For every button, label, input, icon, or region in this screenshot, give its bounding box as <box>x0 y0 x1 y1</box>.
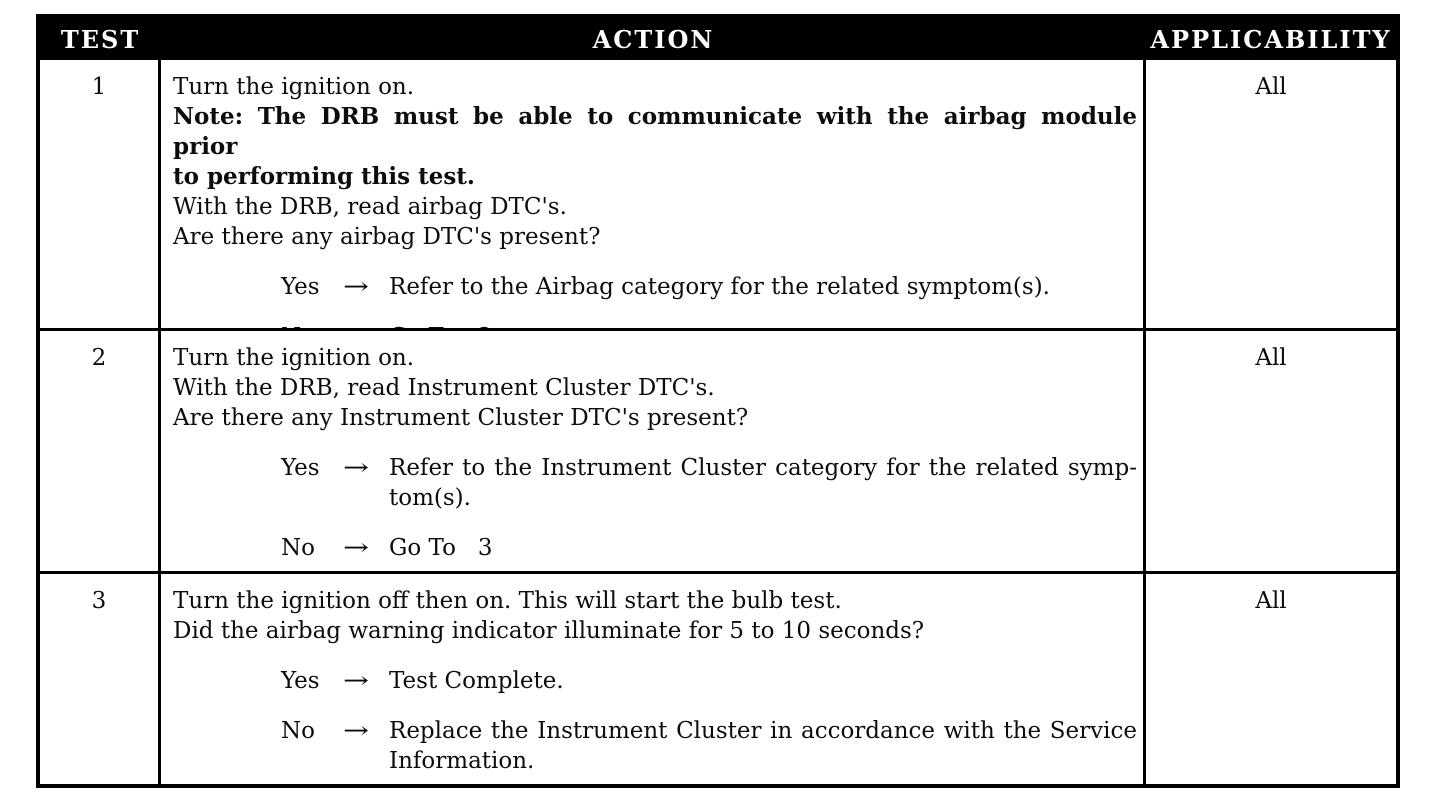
test-number: 2 <box>91 345 107 371</box>
arrow-right-icon: → <box>343 322 405 328</box>
decision-branch: Yes → Test Complete. <box>281 666 1137 696</box>
branch-label: No <box>281 718 315 744</box>
branch-label: Yes <box>281 274 320 300</box>
decision-branch: No → Replace the Instrument Cluster in acc… <box>281 716 1137 776</box>
arrow-right-icon: → <box>343 455 370 481</box>
test-number-cell: 3 <box>40 574 161 784</box>
branch-text-line: Go To 2 <box>389 322 1137 328</box>
table-row: 3 Turn the ignition off then on. This wil… <box>40 571 1396 784</box>
action-line: Turn the ignition on. <box>173 74 415 100</box>
branch-text: Go To 3 <box>389 533 1137 563</box>
applicability-value: All <box>1255 74 1287 100</box>
action-line: Turn the ignition off then on. This will… <box>173 588 842 614</box>
branch-text-line: Refer to the Airbag category for the rel… <box>389 274 1050 300</box>
column-header-applicability: APPLICABILITY <box>1150 24 1392 54</box>
action-line: Are there any airbag DTC's present? <box>173 224 601 250</box>
applicability-value: All <box>1255 345 1287 371</box>
action-cell: Turn the ignition off then on. This will… <box>161 574 1146 784</box>
action-line: Did the airbag warning indicator illumin… <box>173 618 925 644</box>
branch-text: Refer to the Instrument Cluster category… <box>389 453 1137 513</box>
action-line: With the DRB, read airbag DTC's. <box>173 194 567 220</box>
arrow-right-icon: → <box>343 668 370 694</box>
test-number-cell: 1 <box>40 60 161 328</box>
action-line: to performing this test. <box>173 163 475 190</box>
table-header-row: TEST ACTION APPLICABILITY <box>40 18 1396 60</box>
applicability-cell: All <box>1146 60 1396 328</box>
applicability-cell: All <box>1146 331 1396 571</box>
action-line: Turn the ignition on. <box>173 345 415 371</box>
branch-label: Yes <box>281 668 320 694</box>
arrow-right-icon: → <box>343 274 370 300</box>
branch-label: No <box>281 322 343 328</box>
branch-text: Refer to the Airbag category for the rel… <box>389 272 1137 302</box>
column-header-action: ACTION <box>592 24 715 54</box>
branch-text-line: Test Complete. <box>389 668 564 694</box>
action-line: With the DRB, read Instrument Cluster DT… <box>173 375 715 401</box>
action-cell: Turn the ignition on. Note: The DRB must … <box>161 60 1146 328</box>
arrow-right-icon: → <box>343 718 370 744</box>
table-row: 2 Turn the ignition on. With the DRB, read… <box>40 328 1396 571</box>
arrow-right-icon: → <box>343 535 370 561</box>
branch-label: Yes <box>281 455 320 481</box>
branch-text: Test Complete. <box>389 666 1137 696</box>
test-number: 1 <box>91 74 107 100</box>
branch-text-line: tom(s). <box>389 485 471 511</box>
decision-branch: No → Go To 3 <box>281 533 1137 563</box>
action-line: Note: The DRB must be able to communicat… <box>173 103 1137 160</box>
action-cell: Turn the ignition on. With the DRB, read … <box>161 331 1146 571</box>
applicability-value: All <box>1255 588 1287 614</box>
test-number-cell: 2 <box>40 331 161 571</box>
branch-text-line: Replace the Instrument Cluster in accord… <box>389 718 1137 744</box>
decision-branch: Yes → Refer to the Instrument Cluster cate… <box>281 453 1137 513</box>
column-header-test: TEST <box>60 24 141 54</box>
branch-text-line: Go To 3 <box>389 535 493 561</box>
branch-text: Go To 2 <box>389 322 1137 328</box>
branch-text: Replace the Instrument Cluster in accord… <box>389 716 1137 776</box>
decision-branch: No→Go To 2 <box>281 322 1137 328</box>
decision-branch: Yes → Refer to the Airbag category for the… <box>281 272 1137 302</box>
branch-text-line: Information. <box>389 748 535 774</box>
table-row: 1 Turn the ignition on. Note: The DRB must… <box>40 60 1396 328</box>
branch-text-line: Refer to the Instrument Cluster category… <box>389 455 1137 481</box>
test-number: 3 <box>91 588 107 614</box>
action-line: Are there any Instrument Cluster DTC's p… <box>173 405 749 431</box>
applicability-cell: All <box>1146 574 1396 784</box>
branch-label: No <box>281 535 315 561</box>
